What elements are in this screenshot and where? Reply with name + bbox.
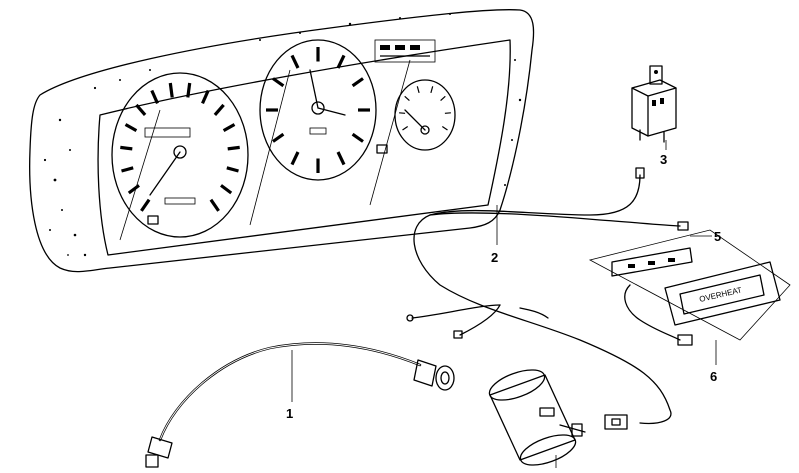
small-gauge-tick [404, 95, 410, 102]
callout-label-6: 6 [710, 369, 717, 384]
gauge-tick [222, 123, 236, 132]
instrument-cluster [29, 9, 535, 273]
clock-tick [336, 54, 346, 69]
small-gauge-tick [440, 95, 446, 102]
callout-label-2: 2 [491, 250, 498, 265]
speedometer-gauge [111, 72, 249, 238]
small-gauge-tick [402, 126, 409, 131]
speedometer-cable [145, 342, 455, 468]
relay [631, 65, 677, 143]
clock-tick [272, 77, 285, 88]
callout-label-1: 1 [286, 406, 293, 421]
gauge-tick [201, 89, 210, 105]
indicator-lamp-strip [374, 39, 436, 63]
gauge-tick [220, 184, 233, 195]
clock-tick [336, 151, 346, 166]
clock-tick [351, 77, 364, 88]
wiring-harness [406, 167, 689, 430]
gauge-tick [168, 82, 174, 98]
clock-gauge [259, 39, 377, 181]
small-gauge-tick [441, 126, 448, 131]
overheat-warning-lamp: OVERHEAT [588, 229, 791, 346]
gauge-tick [140, 198, 151, 212]
gauge-tick [226, 166, 239, 173]
housing-texture [43, 13, 522, 257]
clock-tick [290, 151, 300, 166]
small-gauge-tick [416, 86, 420, 94]
small-gauge-tick [430, 86, 434, 94]
gauge-tick [120, 145, 133, 151]
callout-label-5: 5 [714, 229, 721, 244]
small-gauge-tick [399, 112, 406, 114]
drive-unit [488, 369, 586, 466]
gauge-tick [213, 103, 225, 116]
gauge-tick [186, 82, 192, 98]
clock-tick [351, 132, 364, 143]
gauge-tick [227, 145, 240, 151]
clock-tick [290, 54, 300, 69]
gauge-tick [127, 184, 140, 195]
temperature-gauge [394, 79, 456, 151]
callout-leaders [291, 140, 717, 468]
gauge-tick [150, 89, 159, 105]
gauge-tick [124, 123, 138, 132]
gauge-tick [209, 198, 220, 212]
callout-label-3: 3 [660, 152, 667, 167]
gauge-tick [135, 103, 147, 116]
small-gauge-tick [444, 112, 451, 114]
gauge-tick [121, 166, 134, 173]
clock-tick [272, 132, 285, 143]
